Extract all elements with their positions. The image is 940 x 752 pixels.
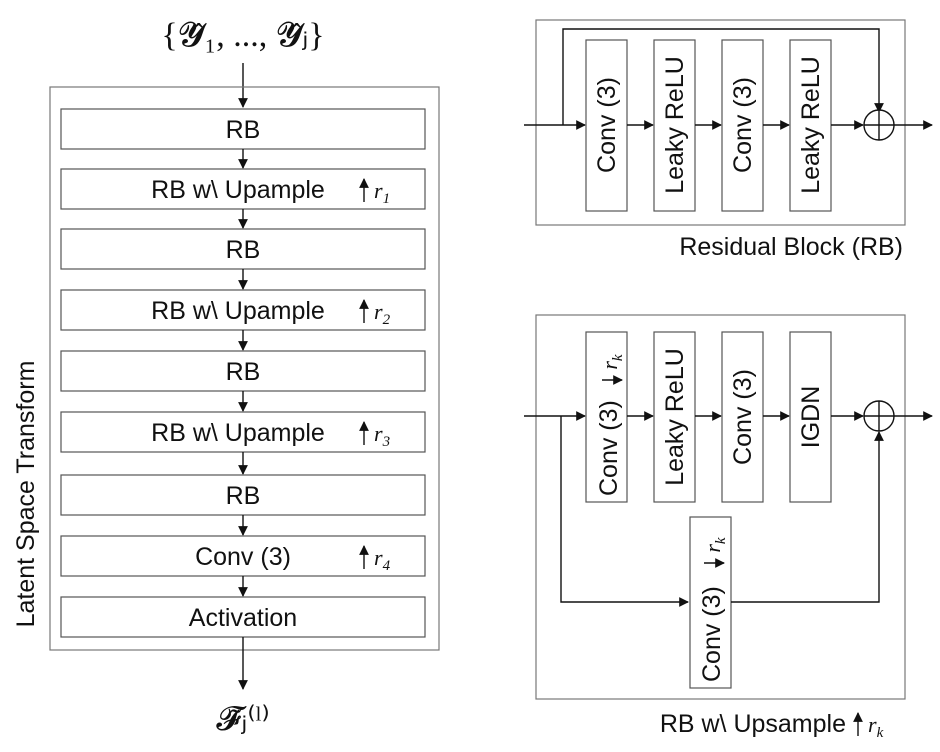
up-block: IGDN	[789, 331, 832, 503]
lst-row-label: RB w\ Upample	[151, 297, 325, 325]
lst-row: RB	[60, 108, 426, 150]
lst-row: RB w\ Upample r3	[60, 411, 426, 453]
lst-row-label: RB	[226, 358, 261, 386]
up-skip-label: Conv (3)	[698, 586, 726, 682]
rb-block: Leaky ReLU	[789, 39, 832, 212]
lst-title: Latent Space Transform	[12, 361, 40, 628]
lst-row: RB	[60, 474, 426, 516]
rb-block-label: Conv (3)	[593, 77, 621, 173]
input-label: {𝓨̂₁, ..., 𝓨̂ⱼ}	[161, 17, 324, 54]
up-block-label: Leaky ReLU	[661, 348, 689, 486]
scale-factor: r1	[374, 178, 390, 207]
lst-row-label: RB	[226, 236, 261, 264]
up-caption-label: RB w\ Upsample	[660, 710, 846, 738]
lst-row: Activation	[60, 596, 426, 638]
lst-row: Conv (3) r4	[60, 535, 426, 577]
lst-row-label: Activation	[189, 604, 297, 632]
lst-row: RB	[60, 350, 426, 392]
lst-row-label: RB	[226, 116, 261, 144]
scale-factor: r4	[374, 545, 391, 574]
rb-block: Conv (3)	[721, 39, 764, 212]
lst-row-label: Conv (3)	[195, 543, 291, 571]
sum-icon	[863, 109, 895, 141]
rb-block: Leaky ReLU	[653, 39, 696, 212]
rb-block-label: Leaky ReLU	[797, 56, 825, 194]
up-block: Leaky ReLU	[653, 331, 696, 503]
scale-factor: rk	[868, 712, 884, 741]
scale-factor: r2	[374, 299, 391, 328]
scale-factor: r3	[374, 421, 390, 450]
lst-row-label: RB	[226, 482, 261, 510]
rb-block-label: Leaky ReLU	[661, 56, 689, 194]
up-block-label: Conv (3)	[595, 400, 623, 496]
rb-container	[535, 19, 906, 226]
up-block-label: Conv (3)	[729, 369, 757, 465]
up-caption: RB w\ Upsample rk	[660, 710, 884, 741]
rb-block: Conv (3)	[585, 39, 628, 212]
up-block-label: IGDN	[797, 386, 825, 449]
lst-row-label: RB w\ Upample	[151, 176, 325, 204]
lst-row: RB w\ Upample r1	[60, 168, 426, 210]
up-container	[535, 314, 906, 700]
lst-row: RB w\ Upample r2	[60, 289, 426, 331]
lst-row: RB	[60, 228, 426, 270]
up-block: Conv (3) rk	[585, 331, 628, 503]
rb-caption: Residual Block (RB)	[679, 233, 903, 261]
up-skip-block: Conv (3) rk	[689, 516, 732, 689]
sum-icon	[863, 400, 895, 432]
scale-factor: rk	[597, 354, 626, 370]
rb-block-label: Conv (3)	[729, 77, 757, 173]
up-block: Conv (3)	[721, 331, 764, 503]
lst-container	[49, 86, 440, 651]
output-label: 𝓕̃ⱼ⁽ˡ⁾	[216, 701, 269, 738]
scale-factor: rk	[700, 537, 729, 553]
lst-row-label: RB w\ Upample	[151, 419, 325, 447]
